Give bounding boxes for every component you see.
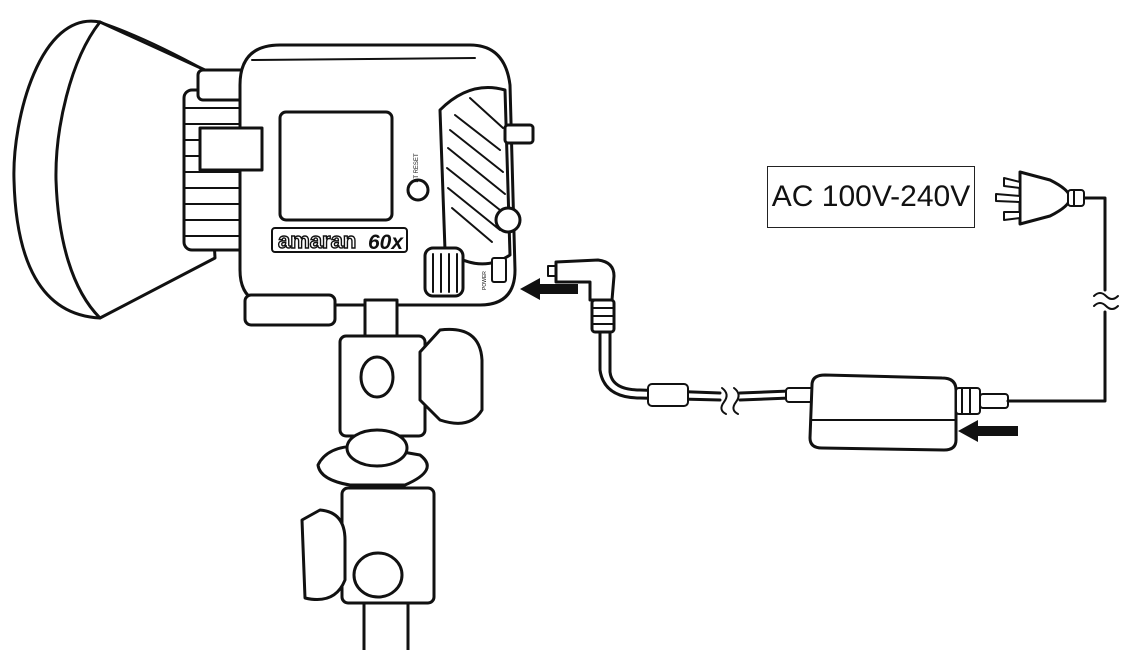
dc-cable xyxy=(598,330,722,402)
ac-wall-plug xyxy=(995,170,1085,226)
voltage-label: AC 100V-240V xyxy=(767,166,975,228)
cable-break-icon xyxy=(1093,292,1119,300)
fan-grill xyxy=(438,86,535,266)
bt-reset-label: BT RESET xyxy=(414,153,420,183)
ac-cable xyxy=(1006,310,1107,403)
cable-break-icon xyxy=(720,387,728,415)
power-switch-label: POWER xyxy=(482,271,488,290)
reflector-dish xyxy=(12,19,217,320)
insert-arrow-icon xyxy=(520,278,578,300)
light-stand xyxy=(300,298,484,655)
bt-reset-button[interactable] xyxy=(406,178,430,202)
insert-arrow-icon xyxy=(958,420,1018,442)
power-switch[interactable] xyxy=(491,257,507,283)
model-label: 60x xyxy=(368,231,404,254)
power-adapter xyxy=(808,373,1009,452)
display-screen xyxy=(278,110,394,222)
brand-label: amaran xyxy=(278,228,356,253)
dc-plug-connector xyxy=(547,258,616,334)
control-knob[interactable] xyxy=(423,246,465,298)
